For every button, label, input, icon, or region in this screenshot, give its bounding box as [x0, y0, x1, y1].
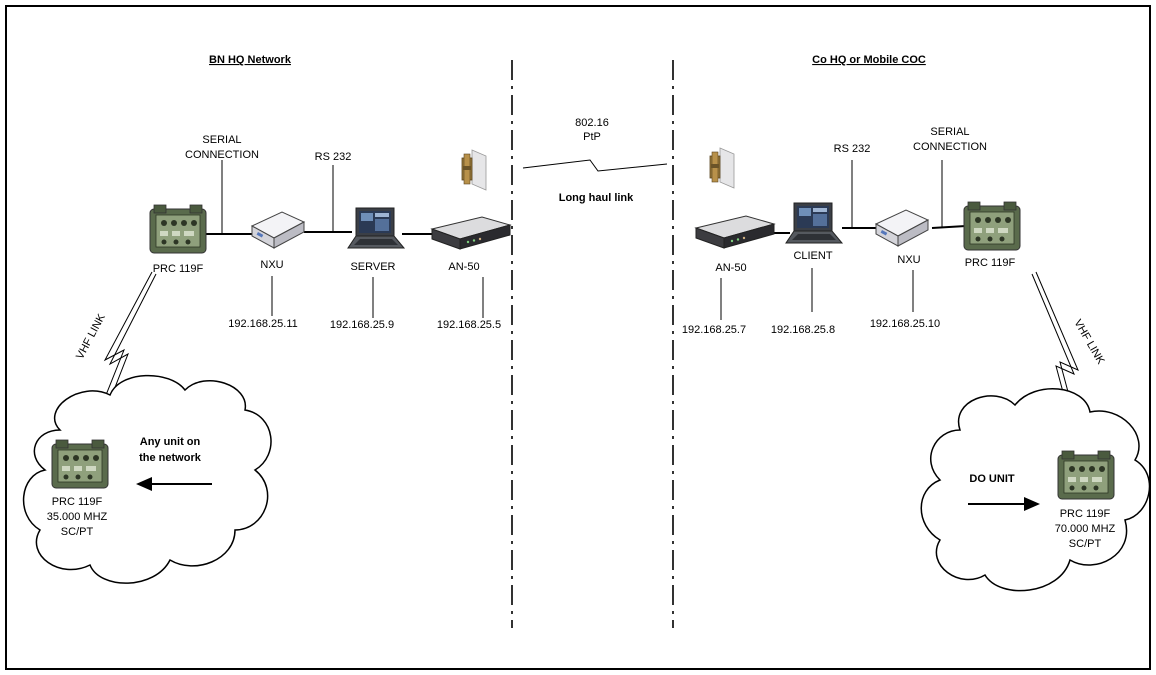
server-label: SERVER [350, 261, 395, 273]
left-cloud-radio-label-1: PRC 119F [52, 496, 103, 508]
left-cloud-arrow-head [136, 477, 152, 491]
left-cloud-text-1: Any unit on [140, 436, 201, 448]
right-an50-icon [695, 215, 775, 249]
right-rs232-label: RS 232 [834, 143, 871, 155]
left-an50-label: AN-50 [448, 261, 479, 273]
outer-border [5, 5, 1151, 670]
right-radio-label: PRC 119F [965, 257, 1016, 269]
left-rs232-label: RS 232 [315, 151, 352, 163]
long-haul-link-label: Long haul link [559, 192, 634, 204]
right-cloud-text: DO UNIT [969, 473, 1015, 485]
left-serial-label-1: SERIAL [202, 134, 241, 146]
right-an50-ip: 192.168.25.7 [682, 324, 746, 336]
left-cloud-radio-label-2: 35.000 MHZ [47, 511, 108, 523]
server-laptop-icon [347, 207, 405, 249]
right-nxu-label: NXU [897, 254, 920, 266]
client-laptop-icon [785, 202, 843, 244]
left-nxu-ip: 192.168.25.11 [228, 318, 298, 330]
right-section-title: Co HQ or Mobile COC [812, 54, 926, 66]
long-haul-wireless-link [522, 159, 668, 172]
left-cloud-text-2: the network [139, 452, 202, 464]
left-radio-label: PRC 119F [153, 263, 204, 275]
right-cloud-radio-label-1: PRC 119F [1060, 508, 1111, 520]
left-cloud-radio-icon [51, 439, 109, 489]
client-ip: 192.168.25.8 [771, 324, 835, 336]
right-cloud-radio-icon [1057, 450, 1115, 500]
right-nxu-icon [875, 209, 929, 247]
protocol-label-line2: PtP [583, 131, 601, 143]
right-serial-label-2: CONNECTION [913, 141, 987, 153]
right-vhf-label: VHF LINK [1071, 318, 1106, 367]
right-nxu-radio-cable [931, 225, 967, 229]
left-section-title: BN HQ Network [209, 54, 292, 66]
protocol-label-line1: 802.16 [575, 117, 609, 129]
left-an50-ip: 192.168.25.5 [437, 319, 501, 331]
left-cloud-radio-label-3: SC/PT [61, 526, 94, 538]
left-antenna-icon [461, 149, 487, 191]
left-nxu-icon [251, 211, 305, 249]
client-label: CLIENT [793, 250, 832, 262]
right-prc119f-radio-icon [963, 201, 1021, 251]
left-nxu-label: NXU [260, 259, 283, 271]
left-prc119f-radio-icon [149, 204, 207, 254]
right-serial-label-1: SERIAL [930, 126, 969, 138]
right-antenna-icon [709, 147, 735, 189]
right-nxu-ip: 192.168.25.10 [870, 318, 940, 330]
left-serial-label-2: CONNECTION [185, 149, 259, 161]
right-network-cloud [920, 388, 1151, 592]
right-cloud-radio-label-2: 70.000 MHZ [1055, 523, 1116, 535]
right-cloud-radio-label-3: SC/PT [1069, 538, 1102, 550]
server-ip: 192.168.25.9 [330, 319, 394, 331]
left-vhf-label: VHF LINK [74, 311, 108, 361]
right-cloud-arrow-head [1024, 497, 1040, 511]
left-an50-icon [431, 216, 511, 250]
right-an50-label: AN-50 [715, 262, 746, 274]
